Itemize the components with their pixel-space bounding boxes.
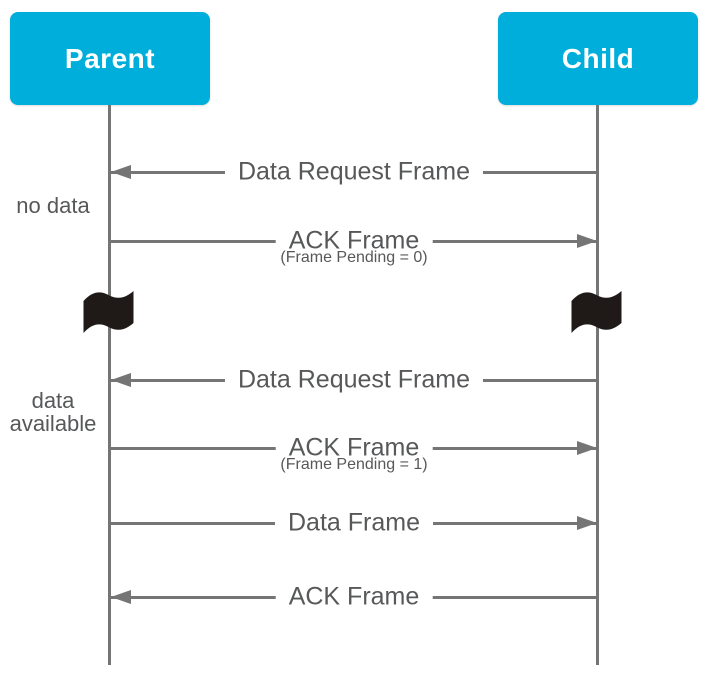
parent-lifeline	[108, 105, 111, 665]
node-child-label: Child	[561, 42, 635, 74]
node-child: Child	[498, 12, 698, 105]
arrowhead-right-icon	[577, 233, 597, 248]
flag-icon	[83, 291, 134, 333]
annotation-data-available: data available	[9, 388, 97, 436]
arrowhead-right-icon	[577, 440, 597, 455]
message-label: Data Request Frame	[224, 157, 484, 187]
message-sublabel: (Frame Pending = 1)	[274, 456, 434, 474]
node-parent-label: Parent	[64, 42, 156, 74]
message-label: Data Frame	[275, 508, 433, 538]
message-label: ACK Frame	[275, 582, 433, 612]
flag-icon	[571, 291, 622, 333]
annotation-no-data: no data	[16, 193, 90, 218]
message-sublabel: (Frame Pending = 0)	[274, 249, 434, 267]
child-lifeline	[596, 105, 599, 665]
arrowhead-right-icon	[577, 515, 597, 530]
arrowhead-left-icon	[111, 164, 131, 179]
arrowhead-left-icon	[111, 372, 131, 387]
arrowhead-left-icon	[111, 589, 131, 604]
node-parent: Parent	[10, 12, 210, 105]
message-label: Data Request Frame	[224, 365, 484, 395]
